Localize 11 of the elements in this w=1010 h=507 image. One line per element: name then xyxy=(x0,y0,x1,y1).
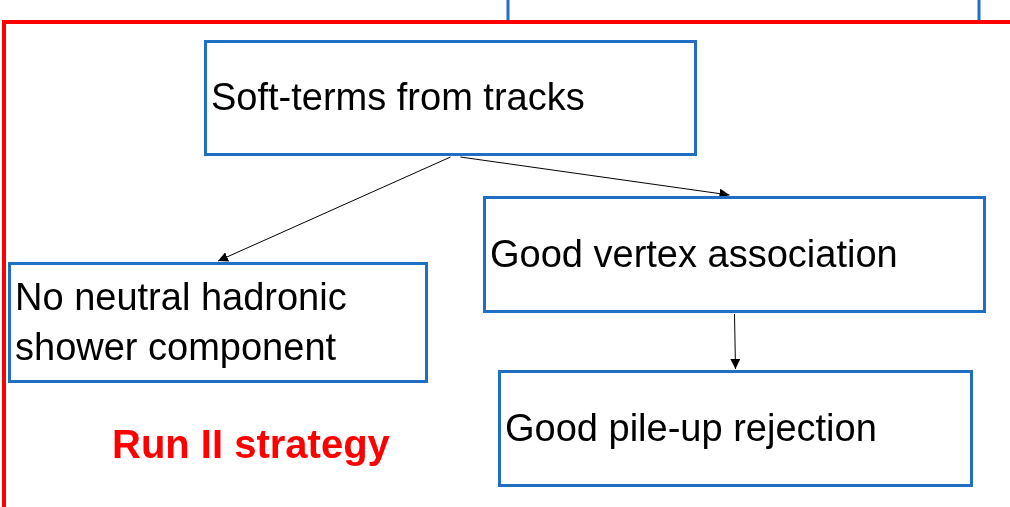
box-label: Good vertex association xyxy=(490,231,898,277)
box-label: Soft-terms from tracks xyxy=(211,75,585,121)
box-label: Good pile-up rejection xyxy=(505,405,877,451)
process-box xyxy=(8,262,428,383)
process-box xyxy=(204,40,697,156)
process-box xyxy=(498,370,973,487)
arrow xyxy=(730,313,741,370)
strategy-label: Run II strategy xyxy=(112,421,390,468)
arrow xyxy=(217,156,451,262)
box-label: No neutral hadronic shower component xyxy=(15,275,348,370)
process-box xyxy=(483,196,986,313)
